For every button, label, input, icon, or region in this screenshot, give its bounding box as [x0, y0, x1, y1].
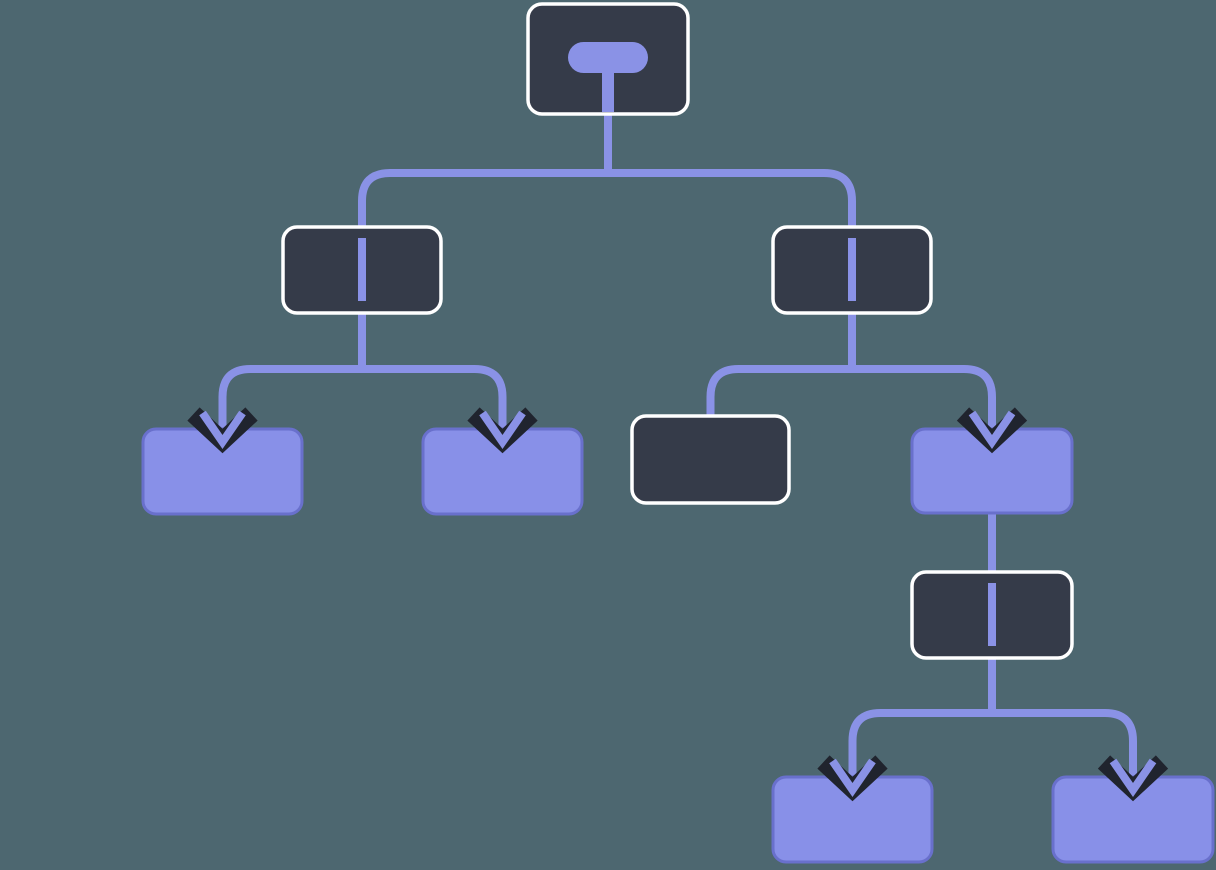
- drop-arrow-icon: [1097, 755, 1169, 802]
- drop-arrow-icon: [187, 407, 258, 454]
- drop-arrow-purple-chevron: [1109, 758, 1157, 798]
- node-leaf-dark-box[interactable]: [630, 414, 791, 505]
- node-layer: [141, 2, 1215, 864]
- drop-arrow-purple-chevron: [968, 410, 1016, 450]
- root-pill-shape: [568, 42, 648, 73]
- drop-arrow-purple-chevron: [829, 758, 876, 798]
- connector-line-edge-bottom-rail: [848, 709, 1137, 786]
- connector-layer: [218, 110, 1137, 786]
- drop-arrow-icon: [467, 407, 538, 454]
- node-leaf-dark[interactable]: [630, 414, 791, 505]
- drop-arrow-icon: [817, 755, 888, 802]
- icon-layer: [187, 42, 1169, 802]
- root-pill-icon: [568, 42, 648, 112]
- pass-through-line: [358, 238, 366, 301]
- pass-through-line: [848, 238, 856, 301]
- drop-arrow-icon: [956, 407, 1028, 454]
- root-pill-stem: [602, 59, 614, 112]
- pass-through-line: [988, 583, 996, 646]
- connector-line-edge-root-rail: [358, 169, 856, 230]
- connector-line-edge-right-rail: [706, 365, 996, 438]
- drop-arrow-purple-chevron: [199, 410, 246, 450]
- connector-line-edge-left-rail: [218, 365, 507, 438]
- drop-arrow-purple-chevron: [479, 410, 526, 450]
